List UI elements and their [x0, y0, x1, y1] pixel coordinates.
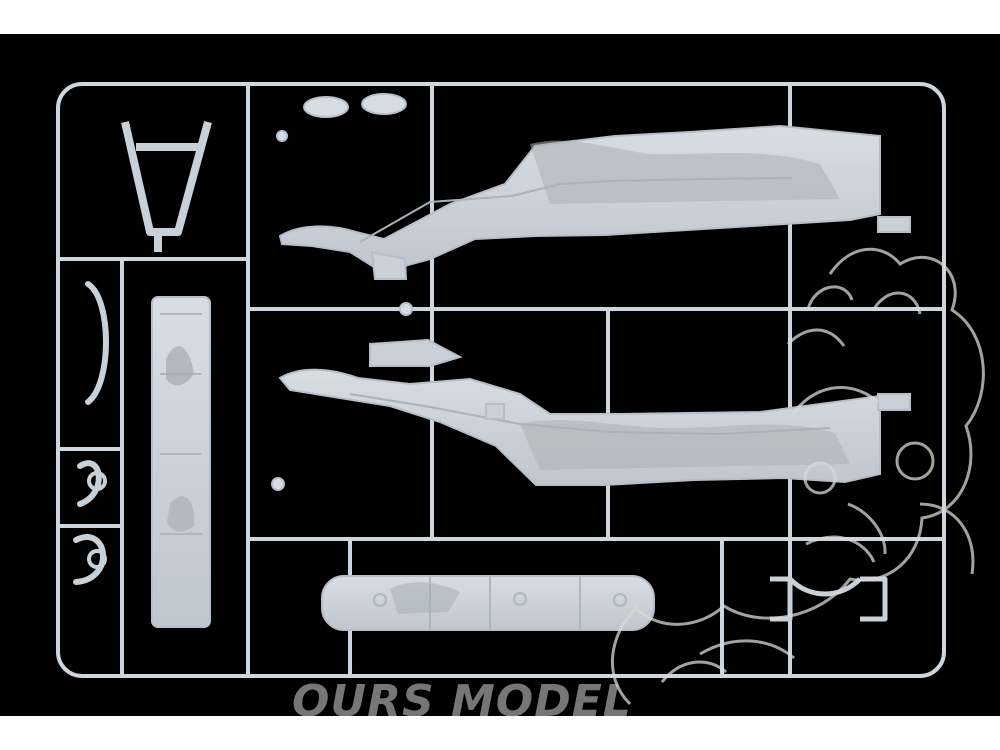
fuselage-half-icon — [278, 338, 911, 486]
top-margin — [0, 0, 1000, 34]
fuselage-half-icon — [278, 124, 911, 280]
sprue-illustration — [56, 82, 985, 706]
long-fuselage-panel-icon — [151, 296, 211, 628]
clear-canopy-part-icon — [271, 93, 413, 491]
ordnance-pod-icon — [321, 575, 655, 631]
landing-gear-part-icon — [121, 120, 212, 252]
model-kit-sprue-photo: OURS MODEL — [0, 34, 1000, 716]
bear-mascot-watermark-icon — [610, 247, 985, 706]
bottom-margin — [0, 716, 1000, 750]
small-parts-icon — [73, 281, 109, 585]
